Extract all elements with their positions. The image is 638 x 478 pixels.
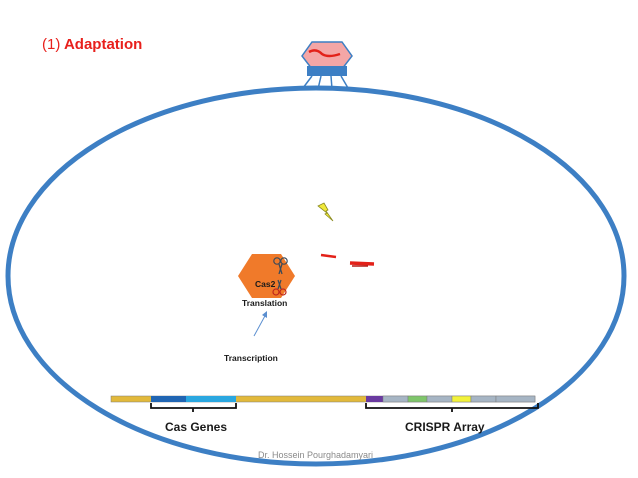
slide-title: (1) Adaptation <box>42 36 142 53</box>
crispr-repeat <box>470 395 497 403</box>
phage-leg <box>340 75 349 89</box>
transcription-arrowhead <box>262 311 267 318</box>
cas-gene-segment <box>186 396 236 402</box>
title-number: (1) <box>42 36 61 53</box>
cell-membrane <box>5 85 627 467</box>
author-credit: Dr. Hossein Pourghadamyari <box>258 450 374 460</box>
phage-leg <box>317 75 322 90</box>
crispr-array-bracket <box>365 403 539 412</box>
cas-gene-segment <box>151 396 186 402</box>
viral-dna-fragment <box>320 253 337 259</box>
lightning-icon <box>317 202 334 222</box>
phage-leg <box>330 75 333 90</box>
phage-collar <box>307 66 347 76</box>
crispr-repeat <box>495 395 536 403</box>
viral-dna-fragment <box>349 261 375 266</box>
phage-leg <box>302 75 313 89</box>
crispr-leader <box>366 396 383 402</box>
crispr-array-label: CRISPR Array <box>405 420 485 434</box>
crispr-spacer <box>407 395 428 403</box>
cas-genes-label: Cas Genes <box>165 420 228 434</box>
cas-genes-bracket <box>150 403 237 412</box>
translation-label: Translation <box>242 298 288 308</box>
crispr-spacer <box>451 395 472 403</box>
crispr-repeat <box>382 395 409 403</box>
transcription-arrow <box>253 313 267 337</box>
crispr-repeat <box>426 395 453 403</box>
transcription-label: Transcription <box>224 353 278 363</box>
dna-track <box>110 395 536 403</box>
scissors-icon <box>272 257 288 296</box>
title-text: Adaptation <box>63 36 143 53</box>
bacteriophage <box>301 41 353 90</box>
phage-dna <box>308 49 341 58</box>
protein-label: Cas2 <box>255 279 276 289</box>
